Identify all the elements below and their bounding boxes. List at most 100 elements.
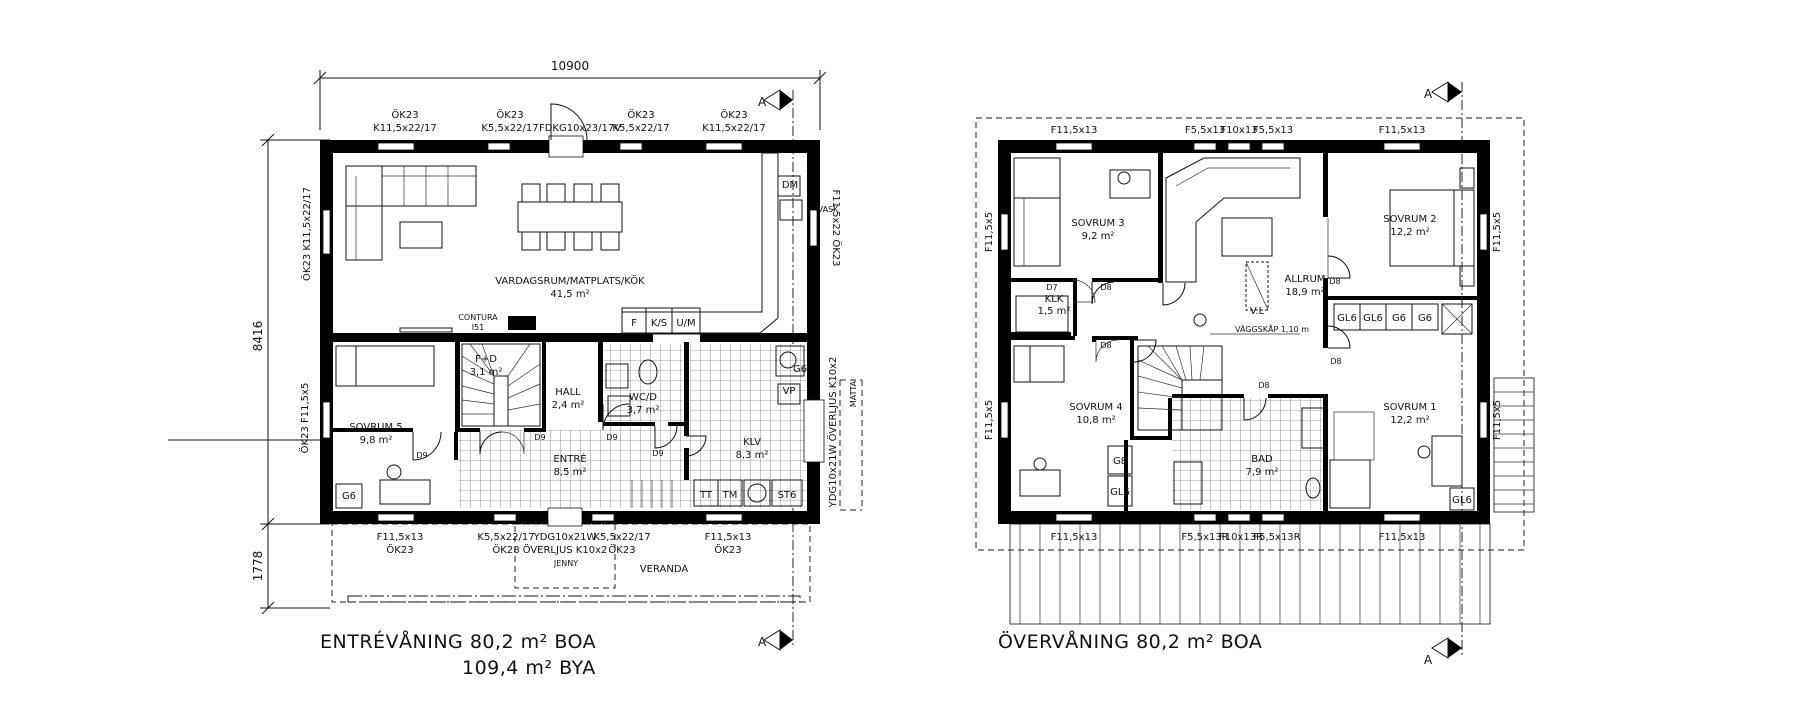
- upper-floor-doors: [1072, 218, 1351, 421]
- upper-floor-title: ÖVERVÅNING 80,2 m² BOA: [998, 630, 1262, 653]
- veranda-roof: [1009, 377, 1535, 625]
- fixture-gl6c: GL6: [1110, 487, 1130, 498]
- room-wc: WC/D: [629, 392, 657, 403]
- ground-floor-windows: [322, 135, 825, 527]
- room-klk: KLK: [1045, 294, 1064, 305]
- gf-window-top3: K5,5x22/17: [612, 123, 669, 134]
- door-d8e: D8: [1330, 357, 1341, 366]
- upper-floor-plan: A A: [975, 81, 1535, 667]
- room-sovrum1: SOVRUM 1: [1383, 402, 1436, 413]
- room-entre-area: 8,5 m²: [554, 467, 587, 478]
- uf-window-bot2: F5,5x13R: [1181, 532, 1228, 543]
- gf-window-bot4-code: ÖK23: [714, 543, 741, 556]
- gf-side-door: YDG10x21W ÖVERLJUS K10x2: [826, 357, 839, 509]
- upper-floor-stairs: [1137, 345, 1223, 431]
- height-dim: 8416: [251, 321, 265, 352]
- fixture-dm: DM: [782, 180, 798, 191]
- gf-window-top4-code: ÖK23: [720, 108, 747, 121]
- room-sovrum2: SOVRUM 2: [1383, 214, 1436, 225]
- fixture-g6a: G6: [342, 491, 356, 502]
- gf-window-top3-code: ÖK23: [627, 108, 654, 121]
- fixture-tm: TM: [722, 490, 738, 501]
- fixture-um: U/M: [676, 318, 695, 329]
- veranda-label: VERANDA: [640, 564, 689, 575]
- uf-window-bot5: F11,5x13: [1379, 532, 1426, 543]
- gf-window-bot2: K5,5x22/17: [477, 532, 534, 543]
- uf-window-top1: F11,5x13: [1051, 125, 1098, 136]
- gf-window-top1-code: ÖK23: [391, 108, 418, 121]
- fixture-vp: VP: [783, 386, 796, 397]
- room-vardagsrum-area: 41,5 m²: [550, 289, 589, 300]
- fixture-g6b-upper: G6: [1418, 313, 1432, 324]
- room-allrum: ALLRUM: [1285, 274, 1326, 285]
- fixture-tt: TT: [699, 490, 713, 501]
- uf-window-left1: F11,5x5: [984, 212, 995, 252]
- door-d8d: D8: [1258, 381, 1269, 390]
- fixture-vl: V.L: [1250, 306, 1265, 317]
- gf-side-marker: MATTA: [849, 380, 858, 407]
- door-d9a: D9: [416, 451, 427, 460]
- door-d8a: D8: [1100, 283, 1111, 292]
- room-entre: ENTRÉ: [553, 452, 586, 465]
- uf-window-top3: F10x13: [1220, 125, 1257, 136]
- room-wc-area: 3,7 m²: [627, 405, 660, 416]
- fixture-f: F: [631, 318, 637, 329]
- gf-jenny-label: JENNY: [553, 559, 578, 568]
- room-vardagsrum: VARDAGSRUM/MATPLATS/KÖK: [495, 274, 645, 287]
- room-klk-area: 1,5 m²: [1038, 306, 1071, 317]
- room-sovrum3-area: 9,2 m²: [1082, 231, 1115, 242]
- fixture-i51: I51: [472, 323, 485, 332]
- ground-floor-doors: [412, 103, 707, 461]
- room-fkd: F+D: [475, 354, 497, 365]
- section-marker-top: A: [758, 95, 767, 109]
- upper-section-marker-top: A: [1424, 87, 1433, 101]
- gf-window-top2-code: ÖK23: [496, 108, 523, 121]
- gf-window-left-upper: ÖK23 K11,5x22/17: [300, 187, 313, 281]
- gf-door-top: FDKG10x23/17V: [539, 123, 621, 134]
- uf-window-right1: F11,5x5: [1492, 212, 1503, 252]
- gf-window-bot4: F11,5x13: [705, 532, 752, 543]
- uf-window-left2: F11,5x5: [984, 400, 995, 440]
- room-sovrum3: SOVRUM 3: [1071, 218, 1124, 229]
- door-d8c: D8: [1100, 341, 1111, 350]
- room-sovrum4: SOVRUM 4: [1069, 402, 1122, 413]
- upper-floor-windows: [1000, 142, 1488, 522]
- fixture-gl6a: GL6: [1337, 313, 1357, 324]
- uf-window-top4: F5,5x13: [1253, 125, 1293, 136]
- entre-tile-floor: [458, 430, 690, 508]
- door-d7: D7: [1046, 283, 1057, 292]
- room-sovrum4-area: 10,8 m²: [1076, 415, 1115, 426]
- ground-floor-plan: 10900 8416 1778 A A: [168, 59, 863, 679]
- room-fkd-area: 3,1 m²: [470, 367, 503, 378]
- section-marker-bottom: A: [758, 635, 767, 649]
- door-d9c: D9: [606, 433, 617, 442]
- fixture-g6a-upper: G6: [1392, 313, 1406, 324]
- ground-floor-furniture: [335, 152, 805, 509]
- room-bad: BAD: [1251, 454, 1273, 465]
- overall-width-dim: 10900: [551, 59, 589, 73]
- gf-window-bot3: K5,5x22/17: [593, 532, 650, 543]
- ground-floor-title-2: 109,4 m² BYA: [462, 657, 596, 679]
- uf-window-bot1: F11,5x13: [1051, 532, 1098, 543]
- room-allrum-area: 18,9 m²: [1285, 287, 1324, 298]
- room-hall: HALL: [555, 387, 581, 398]
- upper-floor-furniture: [1013, 157, 1475, 511]
- uf-window-right2: F11,5x5: [1492, 400, 1503, 440]
- gf-window-top2: K5,5x22/17: [481, 123, 538, 134]
- room-sovrum5-area: 9,8 m²: [360, 435, 393, 446]
- bad-tile-floor: [1172, 398, 1326, 510]
- door-d9b: D9: [534, 433, 545, 442]
- gf-window-bot3-code: ÖK23: [608, 543, 635, 556]
- door-d8b: D8: [1329, 277, 1340, 286]
- fixture-vask: VASK: [818, 205, 840, 214]
- klv-tile-floor: [690, 344, 808, 508]
- room-hall-area: 2,4 m²: [552, 400, 585, 411]
- ground-floor-title-1: ENTRÉVÅNING 80,2 m² BOA: [320, 630, 596, 653]
- room-sovrum2-area: 12,2 m²: [1390, 227, 1429, 238]
- door-d9d: D9: [652, 449, 663, 458]
- uf-window-top2: F5,5x13: [1185, 125, 1225, 136]
- room-klv: KLV: [743, 437, 761, 448]
- room-klv-area: 8,3 m²: [736, 450, 769, 461]
- gf-window-bot2-code: ÖK28: [492, 543, 519, 556]
